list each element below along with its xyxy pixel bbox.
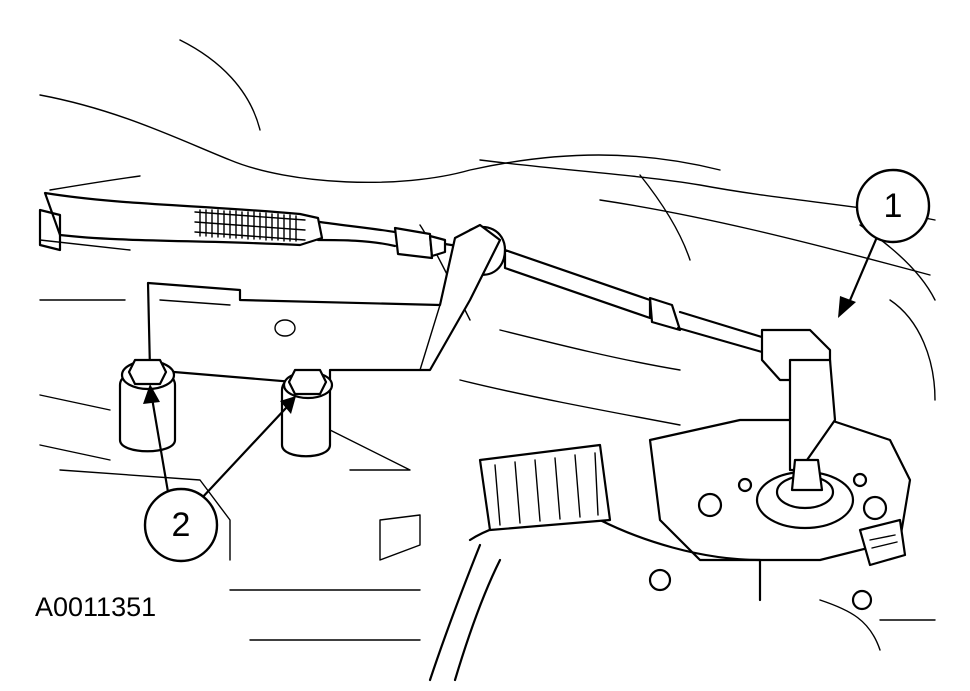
bracket-bolt-right xyxy=(280,368,334,458)
callout-2-number: 2 xyxy=(172,506,191,544)
transmission-lever-assembly xyxy=(648,358,912,567)
callout-1: 1 xyxy=(855,168,931,244)
bracket-bolt-left xyxy=(118,358,177,453)
figure-id-label: A0011351 xyxy=(35,592,156,622)
cable-bracket xyxy=(146,223,502,387)
callout-2-leader-left xyxy=(143,384,170,494)
callout-1-number: 1 xyxy=(884,187,903,225)
transmission-pan xyxy=(428,443,873,682)
callout-1-leader xyxy=(838,228,882,318)
cable-grommet-ribs xyxy=(199,209,297,242)
cable-housing xyxy=(38,191,324,252)
callout-2-leader-right xyxy=(198,396,296,502)
callout-2: 2 xyxy=(143,487,219,563)
